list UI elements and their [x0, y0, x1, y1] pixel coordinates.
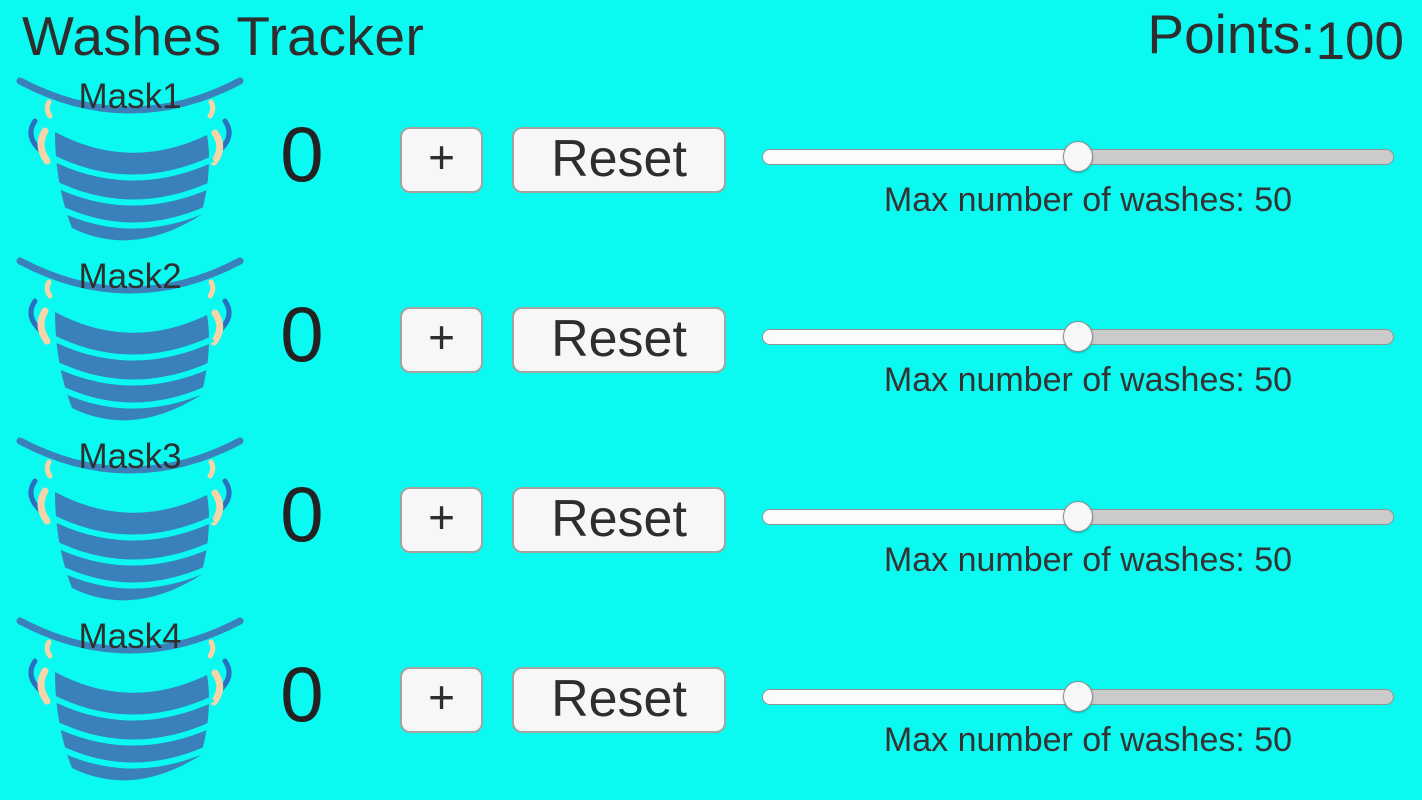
- mask-row: Mask3 0 + Reset Max number of washes: 50: [0, 435, 1422, 615]
- max-washes-slider[interactable]: [762, 321, 1394, 352]
- max-washes-slider[interactable]: [762, 141, 1394, 172]
- max-washes-slider[interactable]: [762, 501, 1394, 532]
- slider-thumb[interactable]: [1063, 141, 1093, 172]
- points-value: 100: [1315, 12, 1404, 71]
- mask-row: Mask2 0 + Reset Max number of washes: 50: [0, 255, 1422, 435]
- mask-image: Mask1: [15, 75, 245, 247]
- wash-count: 0: [280, 650, 324, 738]
- slider-thumb[interactable]: [1063, 321, 1093, 352]
- max-washes-label: Max number of washes: 50: [883, 181, 1293, 219]
- points-display: Points:100: [1147, 2, 1404, 72]
- mask-name-label: Mask1: [78, 77, 182, 116]
- mask-name-label: Mask4: [78, 617, 182, 656]
- wash-count: 0: [280, 290, 324, 378]
- max-washes-label: Max number of washes: 50: [883, 721, 1293, 759]
- slider-thumb[interactable]: [1063, 681, 1093, 712]
- max-washes-slider[interactable]: [762, 681, 1394, 712]
- max-washes-label: Max number of washes: 50: [883, 361, 1293, 399]
- mask-name-label: Mask3: [78, 437, 182, 476]
- reset-button[interactable]: Reset: [512, 127, 726, 193]
- increment-button[interactable]: +: [400, 127, 483, 193]
- reset-button[interactable]: Reset: [512, 667, 726, 733]
- mask-image: Mask2: [15, 255, 245, 427]
- app-title: Washes Tracker: [22, 5, 425, 67]
- mask-image: Mask4: [15, 615, 245, 787]
- wash-count: 0: [280, 470, 324, 558]
- slider-thumb[interactable]: [1063, 501, 1093, 532]
- increment-button[interactable]: +: [400, 487, 483, 553]
- mask-name-label: Mask2: [78, 257, 182, 296]
- mask-image: Mask3: [15, 435, 245, 607]
- points-label: Points:: [1147, 3, 1316, 65]
- reset-button[interactable]: Reset: [512, 487, 726, 553]
- mask-row: Mask1 0 + Reset Max number of washes: 50: [0, 75, 1422, 255]
- increment-button[interactable]: +: [400, 307, 483, 373]
- reset-button[interactable]: Reset: [512, 307, 726, 373]
- wash-count: 0: [280, 110, 324, 198]
- increment-button[interactable]: +: [400, 667, 483, 733]
- mask-row: Mask4 0 + Reset Max number of washes: 50: [0, 615, 1422, 795]
- max-washes-label: Max number of washes: 50: [883, 541, 1293, 579]
